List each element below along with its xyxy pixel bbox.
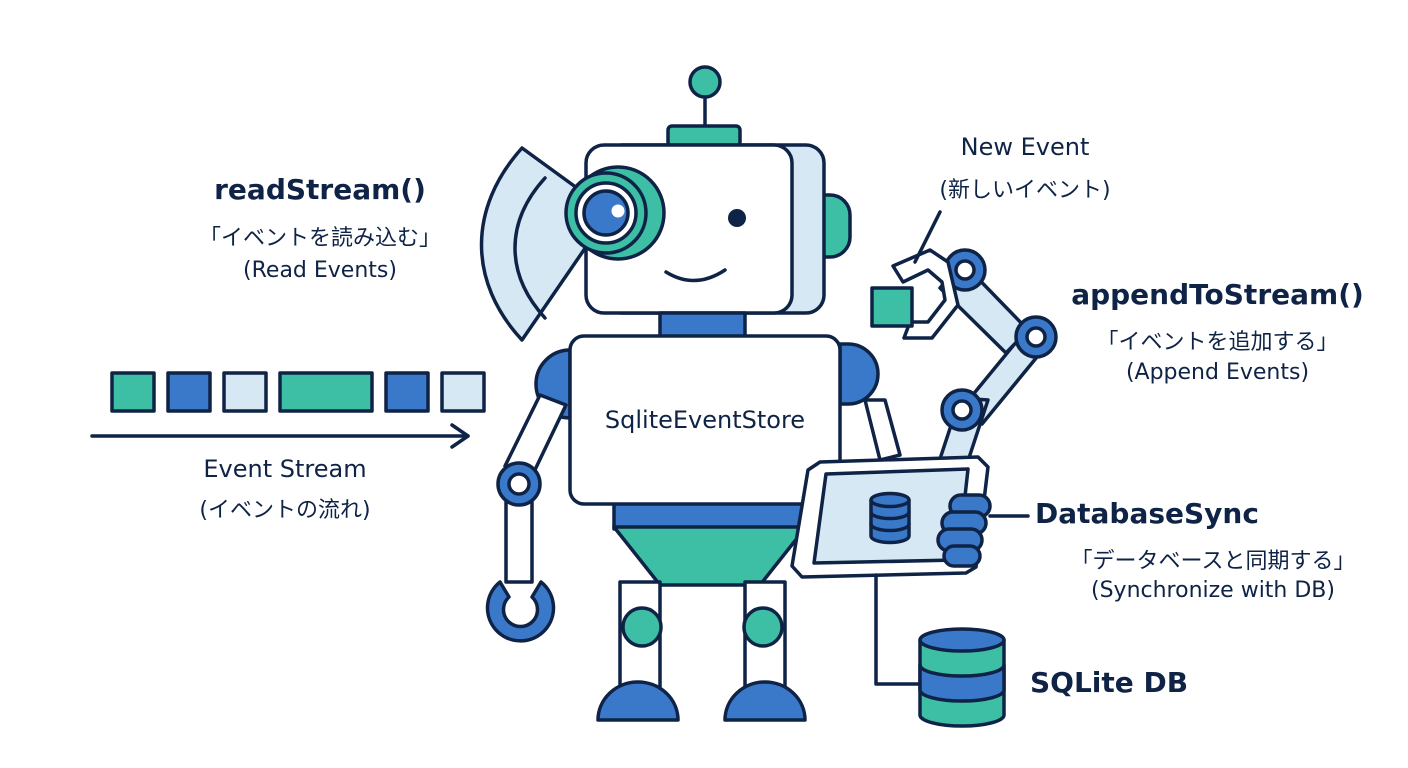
new-event-leader xyxy=(913,210,942,264)
tablet-database-icon xyxy=(869,491,911,545)
robot-neck xyxy=(658,311,747,339)
append-to-stream-english: (Append Events) xyxy=(1125,360,1310,385)
database-sync-english: (Synchronize with DB) xyxy=(1091,578,1335,603)
robot-eye xyxy=(564,165,666,261)
append-to-stream-title: appendToStream() xyxy=(1071,278,1364,311)
database-sync-title: DatabaseSync xyxy=(1035,497,1259,530)
read-stream-english: (Read Events) xyxy=(243,258,397,283)
event-block xyxy=(384,371,430,413)
robot-waist xyxy=(612,501,808,531)
sqlite-db-title: SQLite DB xyxy=(1030,666,1189,699)
event-block xyxy=(110,371,156,413)
event-block xyxy=(440,371,486,413)
event-stream-title: Event Stream xyxy=(203,455,367,483)
event-stream-blocks xyxy=(110,371,486,413)
robot-left-arm xyxy=(485,393,568,643)
event-stream-arrow xyxy=(90,423,470,449)
read-stream-japanese: 「イベントを読み込む」 xyxy=(198,226,441,251)
robot-hips xyxy=(612,525,808,587)
read-stream-title: readStream() xyxy=(214,173,426,206)
robot-right-arm xyxy=(863,248,1058,472)
new-event-title: New Event xyxy=(960,133,1090,161)
new-event-japanese: (新しいイベント) xyxy=(939,178,1111,203)
robot-antenna xyxy=(666,65,742,148)
event-stream-japanese: (イベントの流れ) xyxy=(199,498,371,523)
database-sync-japanese: 「データベースと同期する」 xyxy=(1070,549,1356,574)
event-block xyxy=(278,371,374,413)
robot-claw xyxy=(485,580,556,643)
robot-ear xyxy=(816,193,852,259)
event-block xyxy=(222,371,268,413)
robot-legs xyxy=(596,580,807,722)
event-block xyxy=(166,371,212,413)
new-event-block xyxy=(870,286,914,328)
sqlite-connector xyxy=(874,573,922,686)
append-to-stream-japanese: 「イベントを追加する」 xyxy=(1096,330,1339,355)
robot-smile xyxy=(664,268,727,283)
robot-body-label: SqliteEventStore xyxy=(604,406,806,434)
robot-torso xyxy=(568,334,842,506)
robot-shoulder xyxy=(838,342,880,406)
robot-eye-dot xyxy=(728,209,746,227)
sqlite-db-icon xyxy=(918,627,1006,728)
robot-hand xyxy=(936,493,992,568)
robot-gripper xyxy=(891,248,960,340)
